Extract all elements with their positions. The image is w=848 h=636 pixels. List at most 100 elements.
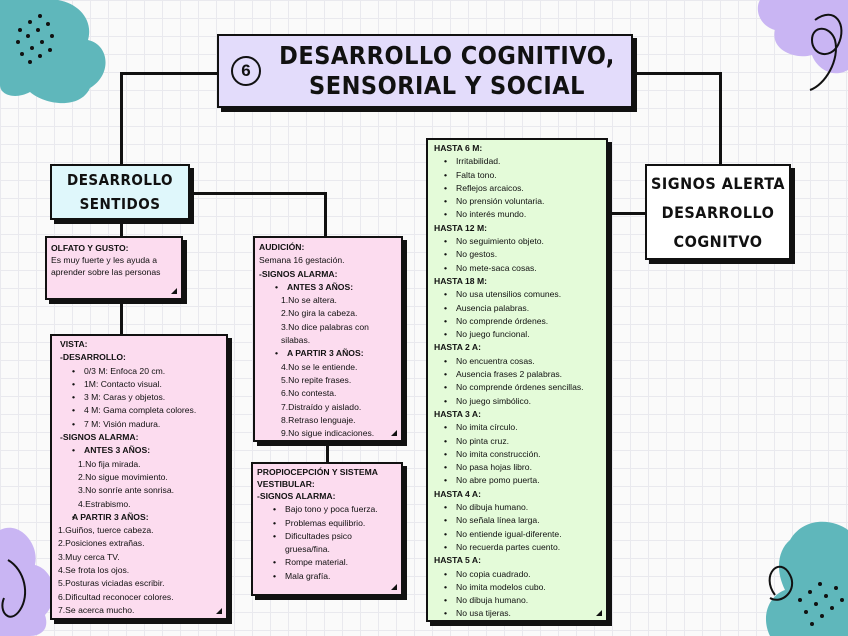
list-item: Irritabilidad. <box>434 155 600 168</box>
audicion-box: AUDICIÓN: Semana 16 gestación. -SIGNOS A… <box>253 236 403 442</box>
list-item: No prensión voluntaria. <box>434 195 600 208</box>
connector-sentidos-right-v <box>324 192 327 236</box>
list-item: No seguimiento objeto. <box>434 235 600 248</box>
list-item: No copia cuadrado. <box>434 568 600 581</box>
list-item: No dibuja humano. <box>434 594 600 607</box>
list-item: No imita modelos cubo. <box>434 581 600 594</box>
list-item: No pasa hojas libro. <box>434 461 600 474</box>
list-item: Mala grafía. <box>257 570 397 583</box>
list-item: 5.No repite frases. <box>259 374 397 387</box>
alerta-section-title: HASTA 2 A: <box>434 341 600 354</box>
alerta-line-2: DESARROLLO <box>647 198 789 227</box>
list-item: 3.No dice palabras con silabas. <box>259 321 397 348</box>
list-item: No usa tijeras. <box>434 607 600 620</box>
alerta-section-list: Irritabilidad.Falta tono.Reflejos arcaic… <box>434 155 600 221</box>
list-item: 2.No sigue movimiento. <box>56 471 222 484</box>
teal-blob-top-left <box>0 0 106 103</box>
connector-sentidos-right-h <box>190 192 326 195</box>
list-item: 5.Posturas viciadas escribir. <box>56 577 222 590</box>
list-item: 2.Posiciones extrañas. <box>56 537 222 550</box>
alerta-sections: HASTA 6 M:Irritabilidad.Falta tono.Refle… <box>434 142 600 621</box>
audicion-apartir: A PARTIR 3 AÑOS: <box>259 347 397 360</box>
list-item: 8.Retraso lenguaje. <box>259 414 397 427</box>
list-item: Ausencia palabras. <box>434 302 600 315</box>
desarrollo-sentidos-box: DESARROLLO SENTIDOS <box>50 164 190 220</box>
list-item: 4 M: Gama completa colores. <box>56 404 222 417</box>
list-item: 2.No gira la cabeza. <box>259 307 397 320</box>
alerta-list-box: HASTA 6 M:Irritabilidad.Falta tono.Refle… <box>426 138 608 622</box>
alerta-section-list: No seguimiento objeto.No gestos.No mete-… <box>434 235 600 275</box>
list-item: No imita construcción. <box>434 448 600 461</box>
list-item: 1.Guiños, tuerce cabeza. <box>56 524 222 537</box>
list-item: Dificultades psico gruesa/fina. <box>257 530 397 557</box>
alerta-section-title: HASTA 12 M: <box>434 222 600 235</box>
list-item: Rompe material. <box>257 556 397 569</box>
list-item: No abre pomo puerta. <box>434 474 600 487</box>
audicion-antes-list: 1.No se altera.2.No gira la cabeza.3.No … <box>259 294 397 347</box>
olfato-gusto-box: OLFATO Y GUSTO: Es muy fuerte y les ayud… <box>45 236 183 300</box>
list-item: 0/3 M: Enfoca 20 cm. <box>56 365 222 378</box>
propio-signos: -SIGNOS ALARMA: <box>257 490 397 503</box>
alerta-line-3: COGNITVO <box>647 227 789 256</box>
list-item: No señala línea larga. <box>434 514 600 527</box>
list-item: No gestos. <box>434 248 600 261</box>
audicion-title: AUDICIÓN: <box>259 241 397 254</box>
vista-apartir-list: 1.Guiños, tuerce cabeza.2.Posiciones ext… <box>56 524 222 617</box>
audicion-gestacion: Semana 16 gestación. <box>259 254 397 267</box>
list-item: 1M: Contacto visual. <box>56 378 222 391</box>
vista-title: VISTA: <box>56 338 222 351</box>
propiocepcion-box: PROPIOCEPCIÓN Y SISTEMA VESTIBULAR: -SIG… <box>251 462 403 596</box>
list-item: 4.Se frota los ojos. <box>56 564 222 577</box>
alerta-line-1: SIGNOS ALERTA <box>647 169 789 198</box>
title-number-badge: 6 <box>231 56 261 86</box>
list-item: No imita círculo. <box>434 421 600 434</box>
title-number: 6 <box>241 61 250 80</box>
vista-signos: -SIGNOS ALARMA: <box>56 431 222 444</box>
list-item: 4.Estrabismo. <box>56 498 222 511</box>
list-item: 1.No se altera. <box>259 294 397 307</box>
list-item: 3.Muy cerca TV. <box>56 551 222 564</box>
audicion-signos: -SIGNOS ALARMA: <box>259 268 397 281</box>
alerta-section-list: No imita círculo.No pinta cruz.No imita … <box>434 421 600 487</box>
list-item: No recuerda partes cuento. <box>434 541 600 554</box>
list-item: Bajo tono y poca fuerza. <box>257 503 397 516</box>
audicion-apartir-list: 4.No se le entiende.5.No repite frases.6… <box>259 361 397 441</box>
title-line-2: SENSORIAL Y SOCIAL <box>269 71 625 101</box>
olfato-text: Es muy fuerte y les ayuda a aprender sob… <box>51 254 177 278</box>
connector-audicion-propio <box>326 442 329 464</box>
vista-desarrollo: -DESARROLLO: <box>56 351 222 364</box>
sentidos-line-1: DESARROLLO <box>52 168 188 192</box>
main-title-box: 6 DESARROLLO COGNITIVO, SENSORIAL Y SOCI… <box>217 34 633 108</box>
list-item: 9.No sigue indicaciones. <box>259 427 397 440</box>
alerta-section-title: HASTA 5 A: <box>434 554 600 567</box>
list-item: 3.No sonríe ante sonrisa. <box>56 484 222 497</box>
connector-title-right-v <box>719 72 722 164</box>
list-item: No mete-saca cosas. <box>434 262 600 275</box>
alerta-section-title: HASTA 4 A: <box>434 488 600 501</box>
list-item: 7.Se acerca mucho. <box>56 604 222 617</box>
list-item: 7.Distraído y aislado. <box>259 401 397 414</box>
list-item: No entiende igual-diferente. <box>434 528 600 541</box>
list-item: Ausencia frases 2 palabras. <box>434 368 600 381</box>
list-item: 1.No fija mirada. <box>56 458 222 471</box>
list-item: No encuentra cosas. <box>434 355 600 368</box>
list-item: 3 M: Caras y objetos. <box>56 391 222 404</box>
list-item: 7 M: Visión madura. <box>56 418 222 431</box>
propio-title: PROPIOCEPCIÓN Y SISTEMA VESTIBULAR: <box>257 466 397 490</box>
alerta-section-list: No usa utensilios comunes.Ausencia palab… <box>434 288 600 341</box>
vista-box: VISTA: -DESARROLLO: 0/3 M: Enfoca 20 cm.… <box>50 334 228 620</box>
vista-desarrollo-list: 0/3 M: Enfoca 20 cm.1M: Contacto visual.… <box>56 365 222 431</box>
list-item: No juego funcional. <box>434 328 600 341</box>
list-item: No pinta cruz. <box>434 435 600 448</box>
signos-alerta-box: SIGNOS ALERTA DESARROLLO COGNITVO <box>645 164 791 260</box>
connector-sentidos-olfato <box>120 218 123 238</box>
alerta-section-list: No copia cuadrado.No imita modelos cubo.… <box>434 568 600 621</box>
audicion-antes: ANTES 3 AÑOS: <box>259 281 397 294</box>
sentidos-line-2: SENTIDOS <box>52 192 188 216</box>
connector-alerta-green <box>608 212 648 215</box>
title-line-1: DESARROLLO COGNITIVO, <box>269 41 625 71</box>
list-item: No dibuja humano. <box>434 501 600 514</box>
alerta-section-list: No dibuja humano.No señala línea larga.N… <box>434 501 600 554</box>
vista-apartir: A PARTIR 3 AÑOS: <box>56 511 222 524</box>
list-item: No comprende órdenes sencillas. <box>434 381 600 394</box>
